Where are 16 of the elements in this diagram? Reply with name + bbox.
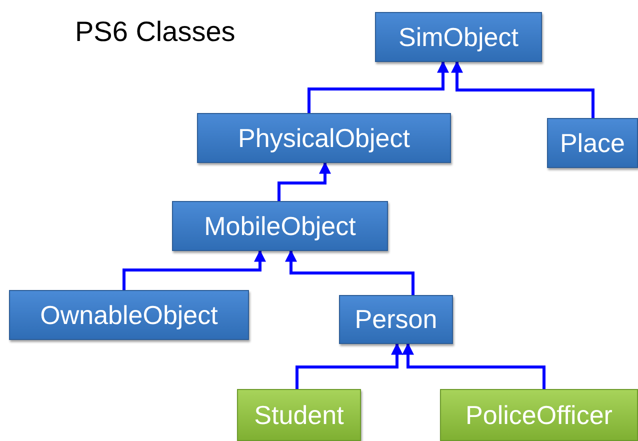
inheritance-arrow (296, 342, 403, 389)
class-box: MobileObject (172, 201, 388, 251)
inheritance-arrow (402, 342, 546, 389)
inheritance-arrow (122, 250, 266, 290)
inheritance-arrow (451, 60, 594, 118)
class-box: Person (339, 295, 453, 344)
class-box: SimObject (375, 12, 542, 62)
inheritance-arrow (278, 162, 331, 201)
inheritance-arrow (285, 250, 414, 295)
class-box: Place (547, 118, 638, 168)
diagram-title: PS6 Classes (75, 16, 236, 48)
class-box: PhysicalObject (197, 113, 451, 163)
inheritance-arrow (308, 60, 449, 113)
class-box: PoliceOfficer (440, 389, 638, 441)
class-box: OwnableObject (9, 290, 249, 340)
class-box: Student (237, 389, 361, 441)
